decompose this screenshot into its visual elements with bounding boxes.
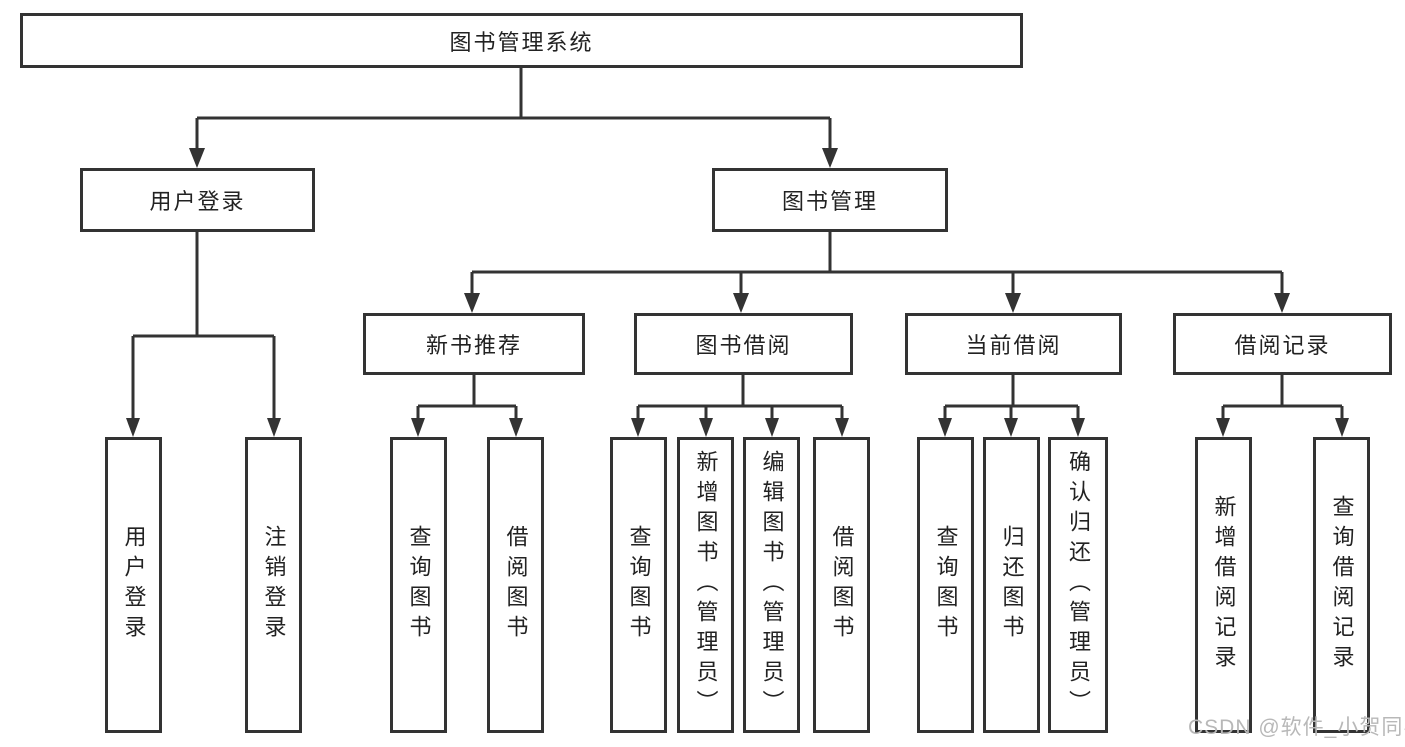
leaf-newbook-borrow-label: 借阅图书: [503, 525, 529, 645]
leaf-record-add: 新增借阅记录: [1195, 437, 1252, 733]
leaf-user-login-label: 用户登录: [121, 525, 147, 645]
node-current-borrow-label: 当前借阅: [965, 333, 1062, 358]
node-book-borrow-label: 图书借阅: [695, 333, 792, 358]
leaf-borrow-add-admin-label: 新增图书（管理员）: [693, 450, 719, 720]
node-borrow-record-label: 借阅记录: [1234, 333, 1331, 358]
leaf-record-add-label: 新增借阅记录: [1211, 495, 1237, 675]
leaf-current-return-label: 归还图书: [999, 525, 1025, 645]
leaf-current-confirm-admin: 确认归还（管理员）: [1048, 437, 1108, 733]
leaf-current-query: 查询图书: [917, 437, 974, 733]
leaf-borrow-add-admin: 新增图书（管理员）: [677, 437, 734, 733]
node-root: 图书管理系统: [20, 13, 1023, 68]
node-root-label: 图书管理系统: [449, 29, 594, 55]
leaf-current-confirm-admin-label: 确认归还（管理员）: [1066, 450, 1091, 720]
leaf-record-query: 查询借阅记录: [1313, 437, 1370, 733]
node-new-book-recommend-label: 新书推荐: [425, 333, 522, 358]
leaf-current-query-label: 查询图书: [933, 525, 959, 645]
leaf-borrow-query-label: 查询图书: [626, 525, 652, 645]
leaf-user-login: 用户登录: [105, 437, 162, 733]
node-book-management: 图书管理: [712, 168, 948, 232]
leaf-current-return: 归还图书: [983, 437, 1040, 733]
leaf-newbook-borrow: 借阅图书: [487, 437, 544, 733]
node-book-management-label: 图书管理: [781, 189, 878, 214]
leaf-borrow-query: 查询图书: [610, 437, 667, 733]
node-user-login-label: 用户登录: [149, 189, 246, 214]
leaf-newbook-query: 查询图书: [390, 437, 447, 733]
leaf-newbook-query-label: 查询图书: [406, 525, 432, 645]
leaf-logout-label: 注销登录: [261, 525, 287, 645]
node-book-borrow: 图书借阅: [634, 313, 853, 375]
leaf-borrow-edit-admin-label: 编辑图书（管理员）: [759, 450, 785, 720]
leaf-logout: 注销登录: [245, 437, 302, 733]
leaf-borrow-borrow: 借阅图书: [813, 437, 870, 733]
node-borrow-record: 借阅记录: [1173, 313, 1392, 375]
node-new-book-recommend: 新书推荐: [363, 313, 585, 375]
watermark: CSDN @软件_小贺同学: [1188, 716, 1405, 739]
leaf-borrow-edit-admin: 编辑图书（管理员）: [743, 437, 800, 733]
leaf-record-query-label: 查询借阅记录: [1329, 495, 1355, 675]
leaf-borrow-borrow-label: 借阅图书: [829, 525, 855, 645]
node-current-borrow: 当前借阅: [905, 313, 1122, 375]
node-user-login: 用户登录: [80, 168, 315, 232]
